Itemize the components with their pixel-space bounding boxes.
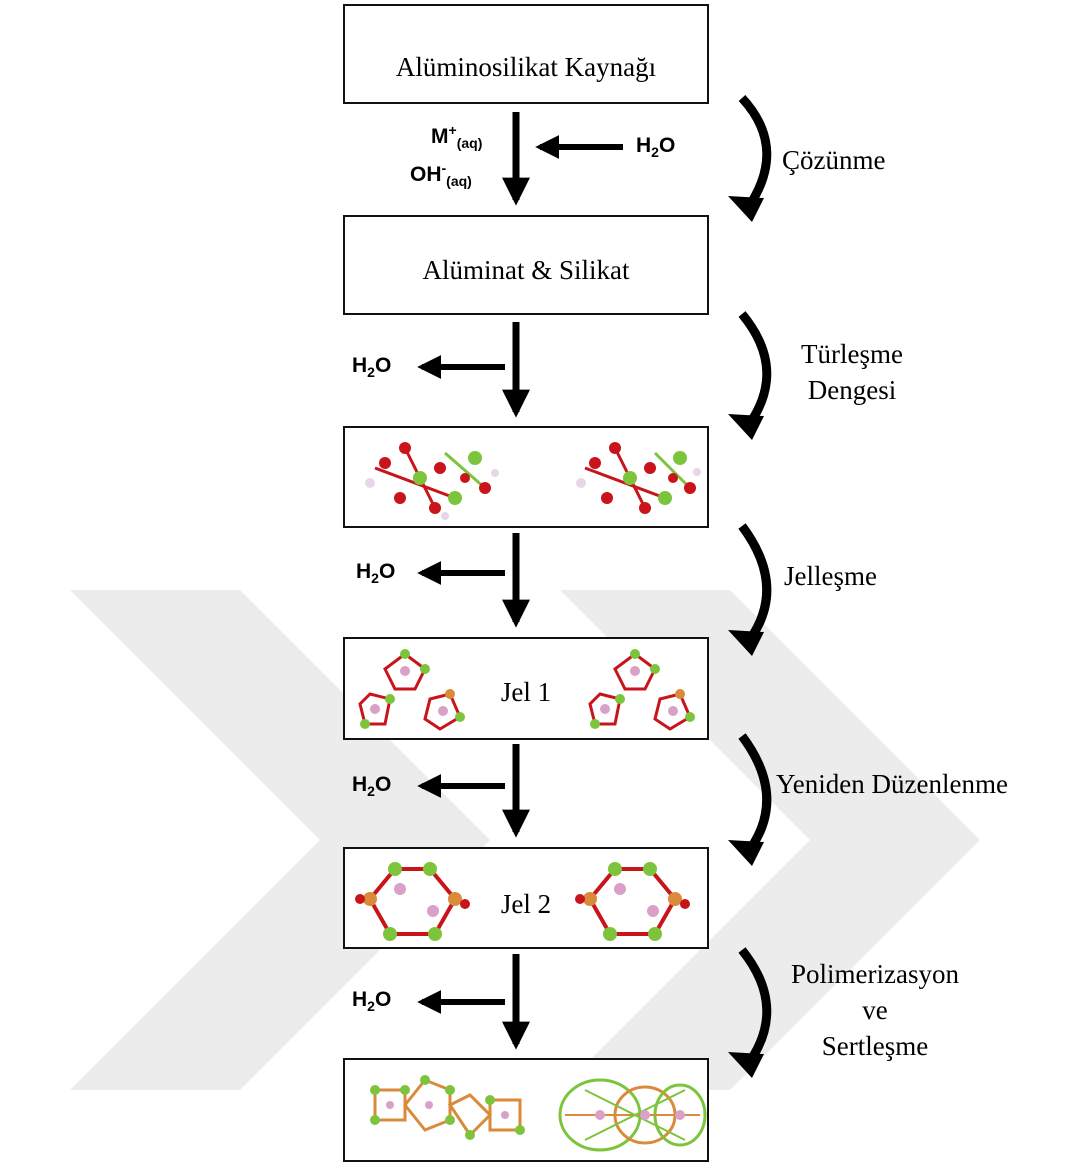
step-gelation: Jelleşme xyxy=(784,561,877,591)
hydroxide-aq: (aq) xyxy=(446,173,472,190)
cation-symbol: M xyxy=(431,125,449,148)
gel-2-label: Jel 2 xyxy=(500,889,552,919)
gel-2-ring-left xyxy=(355,862,470,941)
watermark-chevron-right xyxy=(560,590,980,1090)
gel-1-label: Jel 1 xyxy=(500,677,552,707)
step-speciation-line-1: Türleşme xyxy=(801,339,903,369)
framework-cage-right xyxy=(558,1078,707,1152)
step-speciation-line-2: Dengesi xyxy=(807,375,897,405)
polymer-framework xyxy=(370,1075,707,1152)
box-polymer-network xyxy=(343,1058,709,1162)
curved-arrow-1 xyxy=(728,94,772,222)
watermark-chevron-left xyxy=(70,590,490,1090)
step-dissolution: Çözünme xyxy=(782,145,886,175)
hydroxide-charge: - xyxy=(441,160,447,176)
molecule-cluster-pair xyxy=(365,442,701,520)
step-polymerization-line-2: ve xyxy=(862,995,888,1025)
water-out-label-1: H2O xyxy=(352,354,392,381)
step-polymerization-line-3: Sertleşme xyxy=(821,1031,929,1061)
box-1-label: Alüminosilikat Kaynağı xyxy=(395,52,657,82)
step-polymerization-line-1: Polimerizasyon xyxy=(791,959,959,989)
box-speciation-molecules xyxy=(343,426,709,528)
curved-arrow-4 xyxy=(728,733,772,866)
box-gel-1: Jel 1 xyxy=(343,637,709,740)
box-2-label: Alüminat & Silikat xyxy=(422,255,630,285)
water-out-label-3: H2O xyxy=(352,773,392,800)
cation-charge: + xyxy=(448,122,457,138)
gel-2-ring-right xyxy=(575,862,690,941)
framework-chain-left xyxy=(370,1075,525,1140)
cation-aq: (aq) xyxy=(456,135,483,152)
curved-arrow-2 xyxy=(728,311,772,440)
hydroxide-label: OH-(aq) xyxy=(410,160,472,189)
gel-1-ring-left xyxy=(358,649,465,731)
step-speciation: Türleşme Dengesi xyxy=(790,336,914,408)
gel-1-ring-right xyxy=(588,649,695,731)
step-reorganization: Yeniden Düzenlenme xyxy=(776,769,1008,799)
curved-arrow-5 xyxy=(728,947,772,1078)
molecule-cluster-left xyxy=(365,442,499,520)
water-out-label-2: H2O xyxy=(356,560,396,587)
cation-label: M+(aq) xyxy=(431,122,482,151)
box-aluminate-silicate: Alüminat & Silikat xyxy=(343,215,709,315)
water-out-label-4: H2O xyxy=(352,988,392,1015)
gel-2-molecules xyxy=(355,862,690,941)
hydroxide-symbol: OH xyxy=(410,163,442,186)
molecule-cluster-right xyxy=(576,442,701,514)
gel-1-molecules xyxy=(358,649,695,731)
box-gel-2: Jel 2 xyxy=(343,847,709,949)
step-polymerization: Polimerizasyon ve Sertleşme xyxy=(790,956,960,1064)
water-in-label: H2O xyxy=(636,134,676,161)
curved-arrow-3 xyxy=(728,523,772,656)
box-aluminosilicate-source: Alüminosilikat Kaynağı xyxy=(343,4,709,104)
